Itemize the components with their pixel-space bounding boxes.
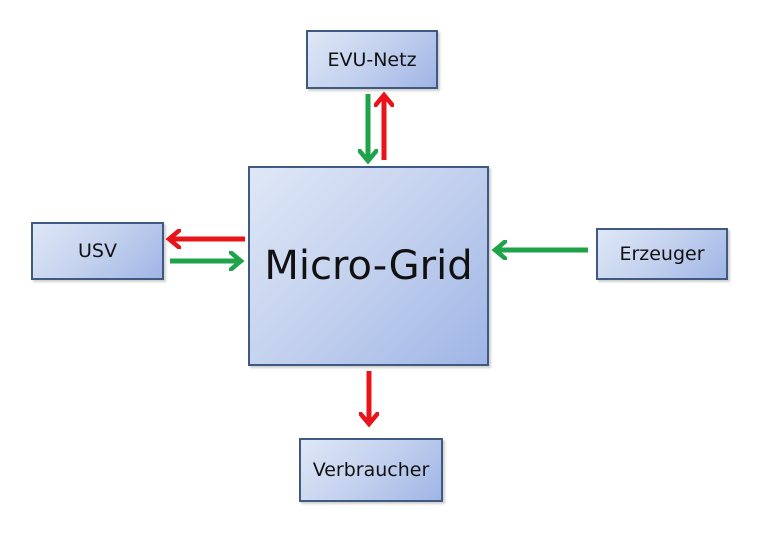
node-erzeuger: Erzeuger	[596, 228, 728, 280]
node-label: Erzeuger	[619, 243, 705, 265]
node-label: Verbraucher	[312, 459, 430, 481]
center-label: Micro-Grid	[264, 243, 473, 289]
node-usv: USV	[31, 222, 164, 280]
node-label: EVU-Netz	[327, 48, 417, 71]
node-micro-grid: Micro-Grid	[248, 166, 489, 366]
node-verbraucher: Verbraucher	[299, 438, 443, 502]
node-evu-netz: EVU-Netz	[306, 30, 438, 89]
node-label: USV	[78, 240, 117, 262]
